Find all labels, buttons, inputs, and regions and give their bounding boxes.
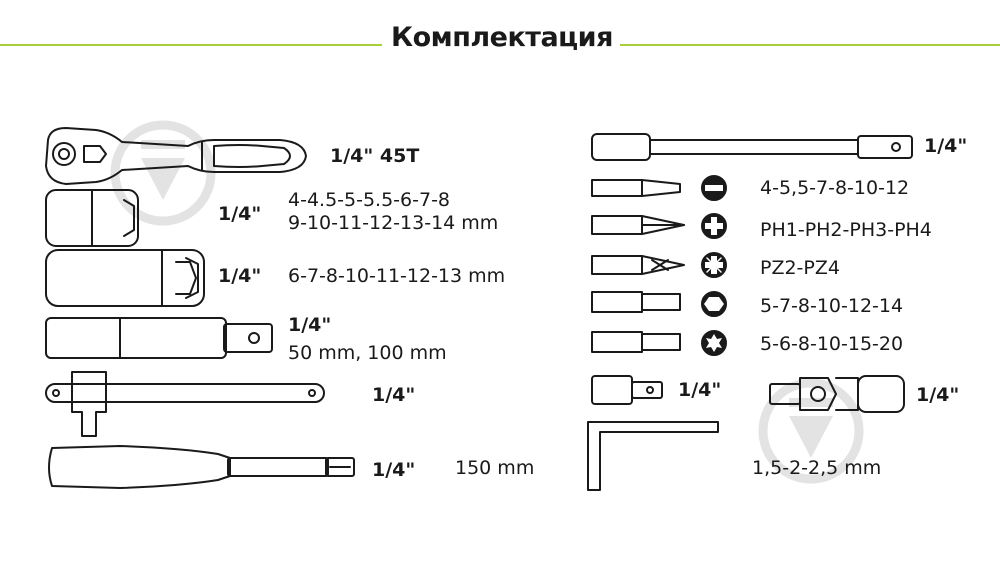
screwdriver-size-label: 1/4" xyxy=(372,459,416,481)
universal-joint-illustration xyxy=(769,375,905,413)
short-socket-values-line2: 9-10-11-12-13-14 mm xyxy=(288,212,499,234)
t-handle-size-label: 1/4" xyxy=(372,384,416,406)
bit-slotted-illustration xyxy=(591,179,681,197)
slotted-icon xyxy=(701,175,727,201)
short-socket-size-label: 1/4" xyxy=(218,203,262,225)
bit-hex-illustration xyxy=(591,291,681,313)
torx-icon xyxy=(701,330,727,356)
bit-pozidriv-illustration xyxy=(591,255,685,275)
phillips-icon xyxy=(701,213,727,239)
flex-shaft-illustration xyxy=(591,133,913,161)
watermark-logo-right xyxy=(758,378,864,484)
bit-adapter-illustration xyxy=(591,375,663,405)
pozidriv-icon xyxy=(701,252,727,278)
bit-pozidriv-values: PZ2-PZ4 xyxy=(760,257,840,279)
bit-phillips-illustration xyxy=(591,215,685,235)
hex-key-values: 1,5-2-2,5 mm xyxy=(752,457,882,479)
short-socket-illustration xyxy=(45,189,139,247)
bit-hex-values: 5-7-8-10-12-14 xyxy=(760,295,904,317)
screwdriver-length-label: 150 mm xyxy=(455,457,535,479)
bit-adapter-size-label: 1/4" xyxy=(678,379,722,401)
extension-size-label: 1/4" xyxy=(288,314,332,336)
page-title: Комплектация xyxy=(391,22,613,53)
universal-joint-size-label: 1/4" xyxy=(916,384,960,406)
deep-socket-size-label: 1/4" xyxy=(218,265,262,287)
hex-icon xyxy=(701,291,727,317)
bit-phillips-values: PH1-PH2-PH3-PH4 xyxy=(760,219,932,241)
screwdriver-handle-illustration xyxy=(48,445,355,489)
deep-socket-illustration xyxy=(45,249,205,307)
extension-values: 50 mm, 100 mm xyxy=(288,342,447,364)
ratchet-illustration xyxy=(45,127,307,185)
deep-socket-values: 6-7-8-10-11-12-13 mm xyxy=(288,265,506,287)
bit-torx-illustration xyxy=(591,331,681,353)
extension-bar-illustration xyxy=(45,317,273,359)
bit-slotted-values: 4-5,5-7-8-10-12 xyxy=(760,177,910,199)
short-socket-values-line1: 4-4.5-5-5.5-6-7-8 xyxy=(288,189,451,211)
t-handle-illustration xyxy=(45,371,325,437)
ratchet-size-label: 1/4" 45T xyxy=(330,145,420,167)
title-line-right xyxy=(620,44,1000,46)
hex-key-illustration xyxy=(587,421,719,491)
bit-torx-values: 5-6-8-10-15-20 xyxy=(760,333,904,355)
title-line-left xyxy=(0,44,382,46)
flex-shaft-size-label: 1/4" xyxy=(924,135,968,157)
